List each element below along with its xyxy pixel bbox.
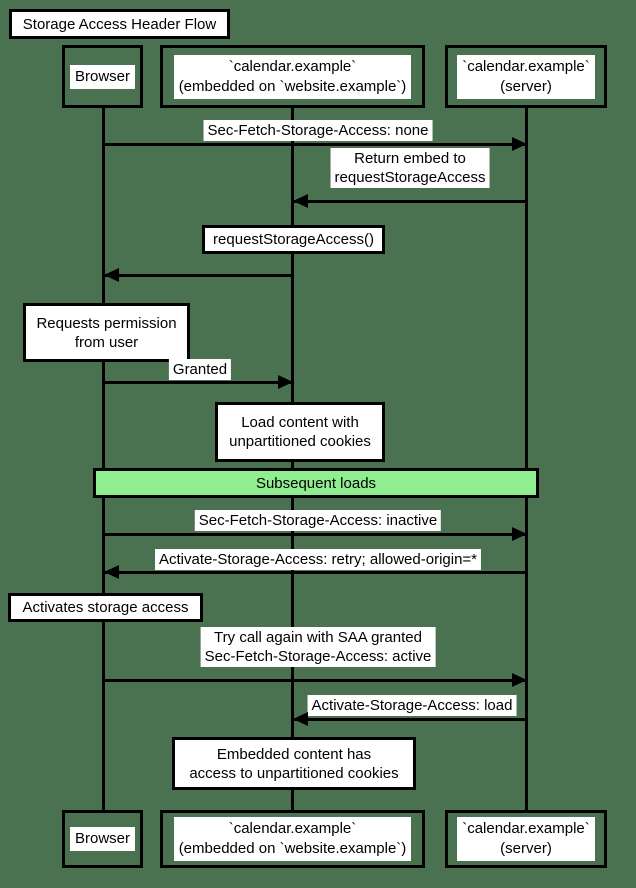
arrowhead-left-icon: [293, 712, 308, 726]
note-load-content-line1: Load content with: [241, 414, 359, 431]
arrowhead-right-icon: [512, 137, 527, 151]
participant-server-label: `calendar.example` (server): [457, 54, 595, 99]
lifeline-server: [525, 108, 528, 810]
band-subsequent-loads: Subsequent loads: [93, 468, 539, 498]
message-return-embed-line1: Return embed to: [354, 150, 466, 167]
arrowhead-left-icon: [293, 194, 308, 208]
message-activate-retry-arrow: [104, 571, 527, 574]
message-fetch-inactive-arrow: [104, 533, 527, 536]
participant-server-line1: `calendar.example`: [462, 57, 590, 75]
message-activate-retry-label: Activate-Storage-Access: retry; allowed-…: [154, 549, 482, 570]
note-request-storage-access-text: requestStorageAccess(): [213, 231, 374, 248]
participant-embedded-line2: (embedded on `website.example`): [178, 840, 407, 857]
note-requests-permission: Requests permission from user: [23, 303, 190, 362]
participant-browser-label: Browser: [69, 827, 135, 851]
arrowhead-right-icon: [512, 527, 527, 541]
participant-embedded-bottom: `calendar.example` (embedded on `website…: [160, 810, 425, 868]
note-requests-permission-line1: Requests permission: [36, 314, 177, 332]
participant-embedded-line1: `calendar.example`: [228, 57, 357, 75]
note-request-storage-access: requestStorageAccess(): [202, 225, 385, 254]
participant-server-line2: (server): [500, 840, 552, 857]
message-granted-label: Granted: [168, 359, 232, 380]
participant-embedded-label: `calendar.example` (embedded on `website…: [173, 817, 412, 861]
message-return-embed-label: Return embed to requestStorageAccess: [330, 148, 490, 188]
arrowhead-right-icon: [512, 673, 527, 687]
arrowhead-left-icon: [104, 268, 119, 282]
note-embedded-access-line2: access to unpartitioned cookies: [189, 764, 399, 782]
diagram-title: Storage Access Header Flow: [9, 9, 230, 39]
message-fetch-inactive-label: Sec-Fetch-Storage-Access: inactive: [194, 510, 442, 531]
participant-server-top: `calendar.example` (server): [445, 45, 607, 108]
participant-server-label: `calendar.example` (server): [457, 817, 595, 861]
participant-embedded-line1: `calendar.example`: [228, 820, 357, 837]
message-try-again-line2: Sec-Fetch-Storage-Access: active: [204, 648, 432, 665]
note-embedded-access-line1: Embedded content has: [216, 745, 372, 763]
arrowhead-left-icon: [104, 565, 119, 579]
participant-embedded-label: `calendar.example` (embedded on `website…: [173, 54, 412, 99]
participant-browser-bottom: Browser: [62, 810, 143, 868]
participant-browser-label: Browser: [69, 64, 135, 89]
note-embedded-access: Embedded content has access to unpartiti…: [172, 737, 416, 790]
note-activates-storage-text: Activates storage access: [22, 599, 189, 616]
band-subsequent-loads-label: Subsequent loads: [255, 474, 377, 492]
arrowhead-right-icon: [278, 375, 293, 389]
message-return-embed-line2: requestStorageAccess: [334, 169, 486, 186]
note-load-content-line2: unpartitioned cookies: [229, 433, 371, 450]
message-return-embed-arrow: [293, 200, 527, 203]
message-fetch-none-arrow: [104, 143, 527, 146]
message-activate-load-label: Activate-Storage-Access: load: [307, 695, 517, 716]
note-requests-permission-line2: from user: [74, 333, 139, 351]
participant-server-line2: (server): [500, 77, 552, 95]
note-activates-storage: Activates storage access: [8, 593, 203, 622]
message-activate-load-arrow: [293, 718, 527, 721]
participant-embedded-line2: (embedded on `website.example`): [178, 77, 407, 95]
participant-server-bottom: `calendar.example` (server): [445, 810, 607, 868]
message-try-again-line1: Try call again with SAA granted: [214, 629, 422, 646]
participant-browser-top: Browser: [62, 45, 143, 108]
lifeline-browser: [102, 108, 105, 810]
message-granted-arrow: [104, 381, 293, 384]
participant-embedded-top: `calendar.example` (embedded on `website…: [160, 45, 425, 108]
message-rsa-call-arrow: [104, 274, 293, 277]
message-try-again-label: Try call again with SAA granted Sec-Fetc…: [200, 627, 436, 667]
note-load-content: Load content with unpartitioned cookies: [215, 402, 385, 462]
participant-server-line1: `calendar.example`: [462, 820, 590, 837]
message-fetch-none-label: Sec-Fetch-Storage-Access: none: [203, 120, 433, 141]
message-try-again-arrow: [104, 679, 527, 682]
